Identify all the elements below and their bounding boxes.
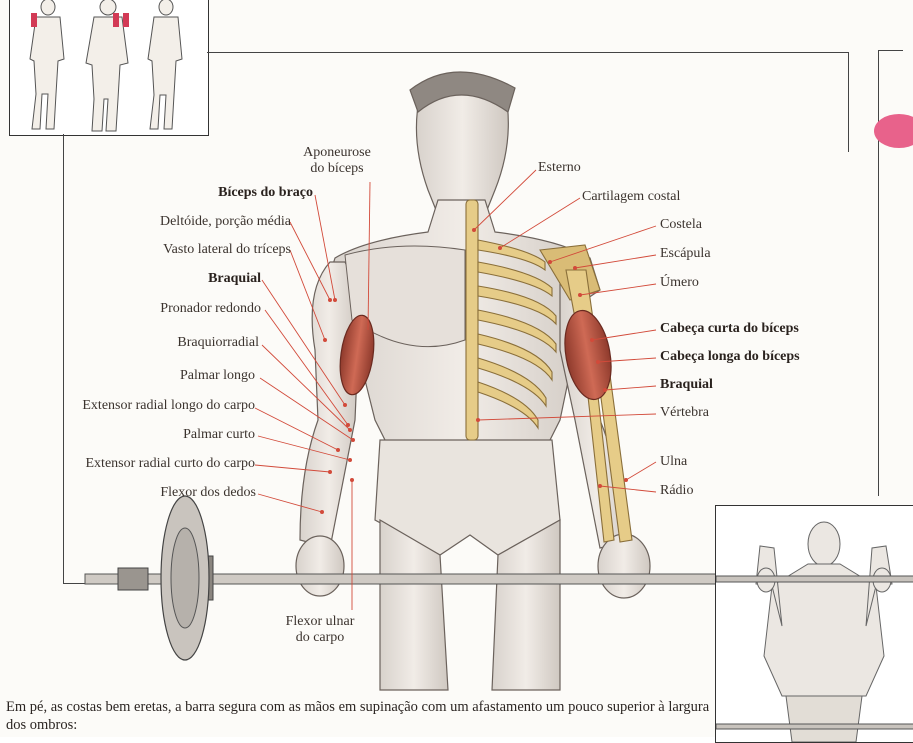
label-palmar-curto: Palmar curto <box>183 427 255 443</box>
label-costela: Costela <box>660 217 702 233</box>
exercise-caption: Em pé, as costas bem eretas, a barra seg… <box>6 698 721 734</box>
label-flexor-ulnar-line2: do carpo <box>270 630 370 646</box>
label-pronador: Pronador redondo <box>160 301 261 317</box>
label-aponeurose-line2: do bíceps <box>292 161 382 177</box>
label-flexor-dedos: Flexor dos dedos <box>160 485 256 501</box>
label-vertebra: Vértebra <box>660 405 709 421</box>
label-deltoide: Deltóide, porção média <box>160 214 291 230</box>
label-extensor-curto: Extensor radial curto do carpo <box>86 456 256 472</box>
label-cartilagem: Cartilagem costal <box>582 189 680 205</box>
label-aponeurose: Aponeurose do bíceps <box>292 145 382 177</box>
label-cabeca-curta: Cabeça curta do bíceps <box>660 321 799 337</box>
label-flexor-ulnar: Flexor ulnar do carpo <box>270 614 370 646</box>
label-vasto-lateral: Vasto lateral do tríceps <box>163 242 291 258</box>
label-esterno: Esterno <box>538 160 581 176</box>
label-braquial-left: Braquial <box>208 271 261 287</box>
label-biceps-braco: Bíceps do braço <box>218 185 313 201</box>
label-braquial-right: Braquial <box>660 377 713 393</box>
label-extensor-longo: Extensor radial longo do carpo <box>82 398 255 414</box>
label-flexor-ulnar-line1: Flexor ulnar <box>270 614 370 630</box>
label-ulna: Ulna <box>660 454 687 470</box>
label-palmar-longo: Palmar longo <box>180 368 255 384</box>
label-braquiorradial: Braquiorradial <box>177 335 259 351</box>
label-umero: Úmero <box>660 275 699 291</box>
label-escapula: Escápula <box>660 246 711 262</box>
exercise-thumbnail <box>715 505 913 743</box>
label-aponeurose-line1: Aponeurose <box>292 145 382 161</box>
label-cabeca-longa: Cabeça longa do bíceps <box>660 349 800 365</box>
exercise-figure <box>716 506 913 742</box>
label-radio: Rádio <box>660 483 693 499</box>
